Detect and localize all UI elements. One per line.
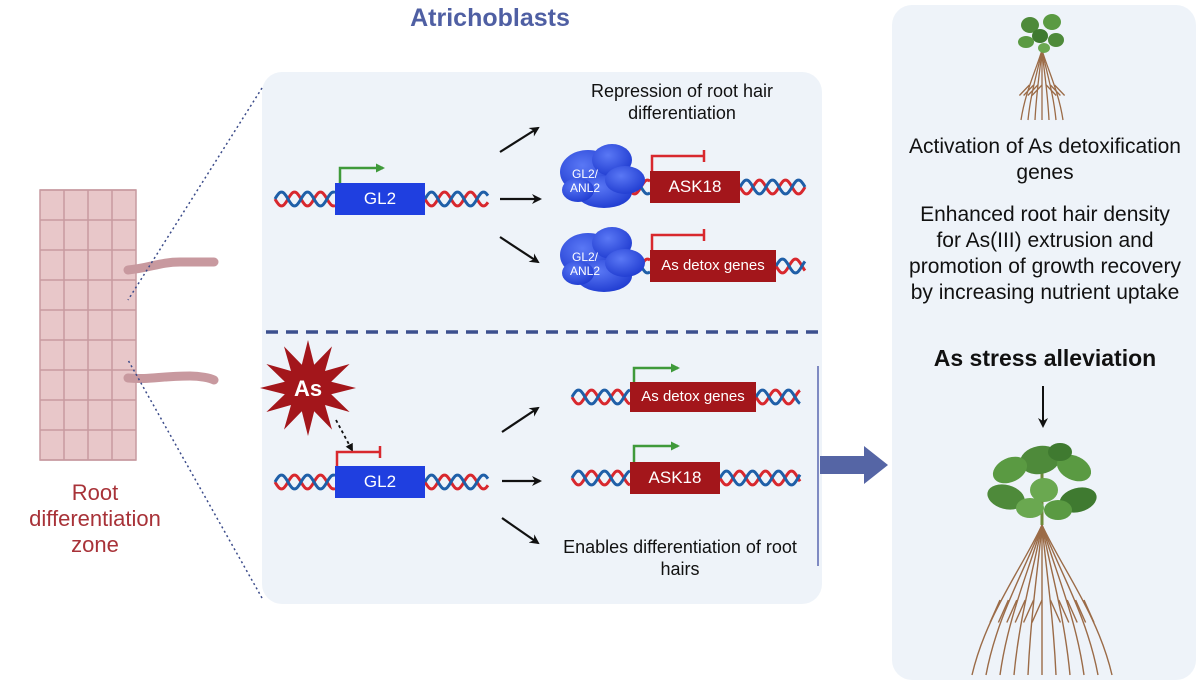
detox-gene-top	[650, 250, 776, 282]
right-text-activation: Activation of As detoxification genes	[909, 135, 1181, 184]
right-text-conclusion: As stress alleviation	[933, 345, 1157, 371]
ask18-gene-top	[650, 171, 740, 203]
gl2-repression-mark	[335, 446, 382, 466]
caption-repression: Repression of root hair differentiation	[590, 81, 774, 123]
caption-enables: Enables differentiation of root hairs	[563, 537, 797, 579]
ask18-label-top: ASK18	[668, 177, 722, 196]
arrow-bottom-3	[501, 517, 540, 545]
ask18-gene-bottom	[630, 462, 720, 494]
root-hair-lower	[123, 371, 219, 385]
repression-mark-1	[650, 150, 706, 171]
arrow-bottom-1	[501, 406, 540, 433]
detox-label-top: As detox genes	[661, 257, 765, 274]
root-zone-label: Root differentiation zone	[29, 480, 161, 557]
transition-arrow	[820, 446, 888, 484]
root-tissue	[39, 189, 219, 461]
arrow-top-1	[499, 126, 540, 153]
protein-label-2: GL2/ ANL2	[569, 250, 601, 278]
plant-large	[971, 443, 1113, 676]
as-star-label: As	[293, 376, 323, 401]
arrow-top-3	[499, 236, 540, 264]
gl2-label-top: GL2	[363, 189, 397, 208]
gl2-label-bottom: GL2	[363, 472, 397, 491]
arsenic-star	[260, 340, 356, 436]
detox-gene-bottom	[630, 382, 756, 412]
dna-strands	[273, 178, 807, 491]
promoter-arrow-bottom-2	[632, 441, 680, 462]
promoter-arrow-top	[338, 163, 385, 183]
gl2-anl2-protein-2	[560, 227, 645, 292]
gl2-anl2-protein-1	[560, 144, 645, 208]
protein-label-1: GL2/ ANL2	[569, 167, 601, 195]
detox-label-bottom: As detox genes	[641, 388, 745, 405]
plant-small	[1018, 14, 1066, 121]
gl2-gene-bottom	[335, 466, 425, 498]
right-panel	[892, 5, 1196, 680]
promoter-arrow-bottom-1	[632, 363, 680, 382]
zoom-line-bottom	[127, 359, 263, 599]
root-hair-upper	[123, 257, 219, 275]
repression-mark-2	[650, 229, 706, 250]
gl2-gene-top	[335, 183, 425, 215]
right-text-enhanced: Enhanced root hair density for As(III) e…	[909, 203, 1181, 304]
main-panel	[262, 72, 822, 604]
ask18-label-bottom: ASK18	[648, 468, 702, 487]
zoom-line-top	[127, 87, 263, 301]
diagram-title: Atrichoblasts	[410, 4, 570, 32]
